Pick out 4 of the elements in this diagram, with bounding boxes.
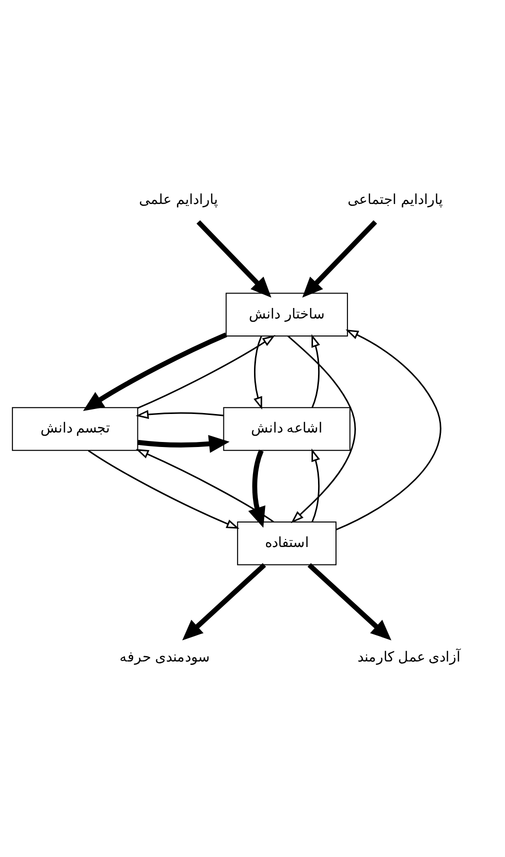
node-text: آزادی عمل کارمند: [358, 650, 461, 665]
node-text: پارادایم علمی: [139, 192, 218, 208]
node-text: پارادایم اجتماعی: [348, 192, 443, 208]
node-text: سودمندی حرفه: [119, 650, 210, 665]
